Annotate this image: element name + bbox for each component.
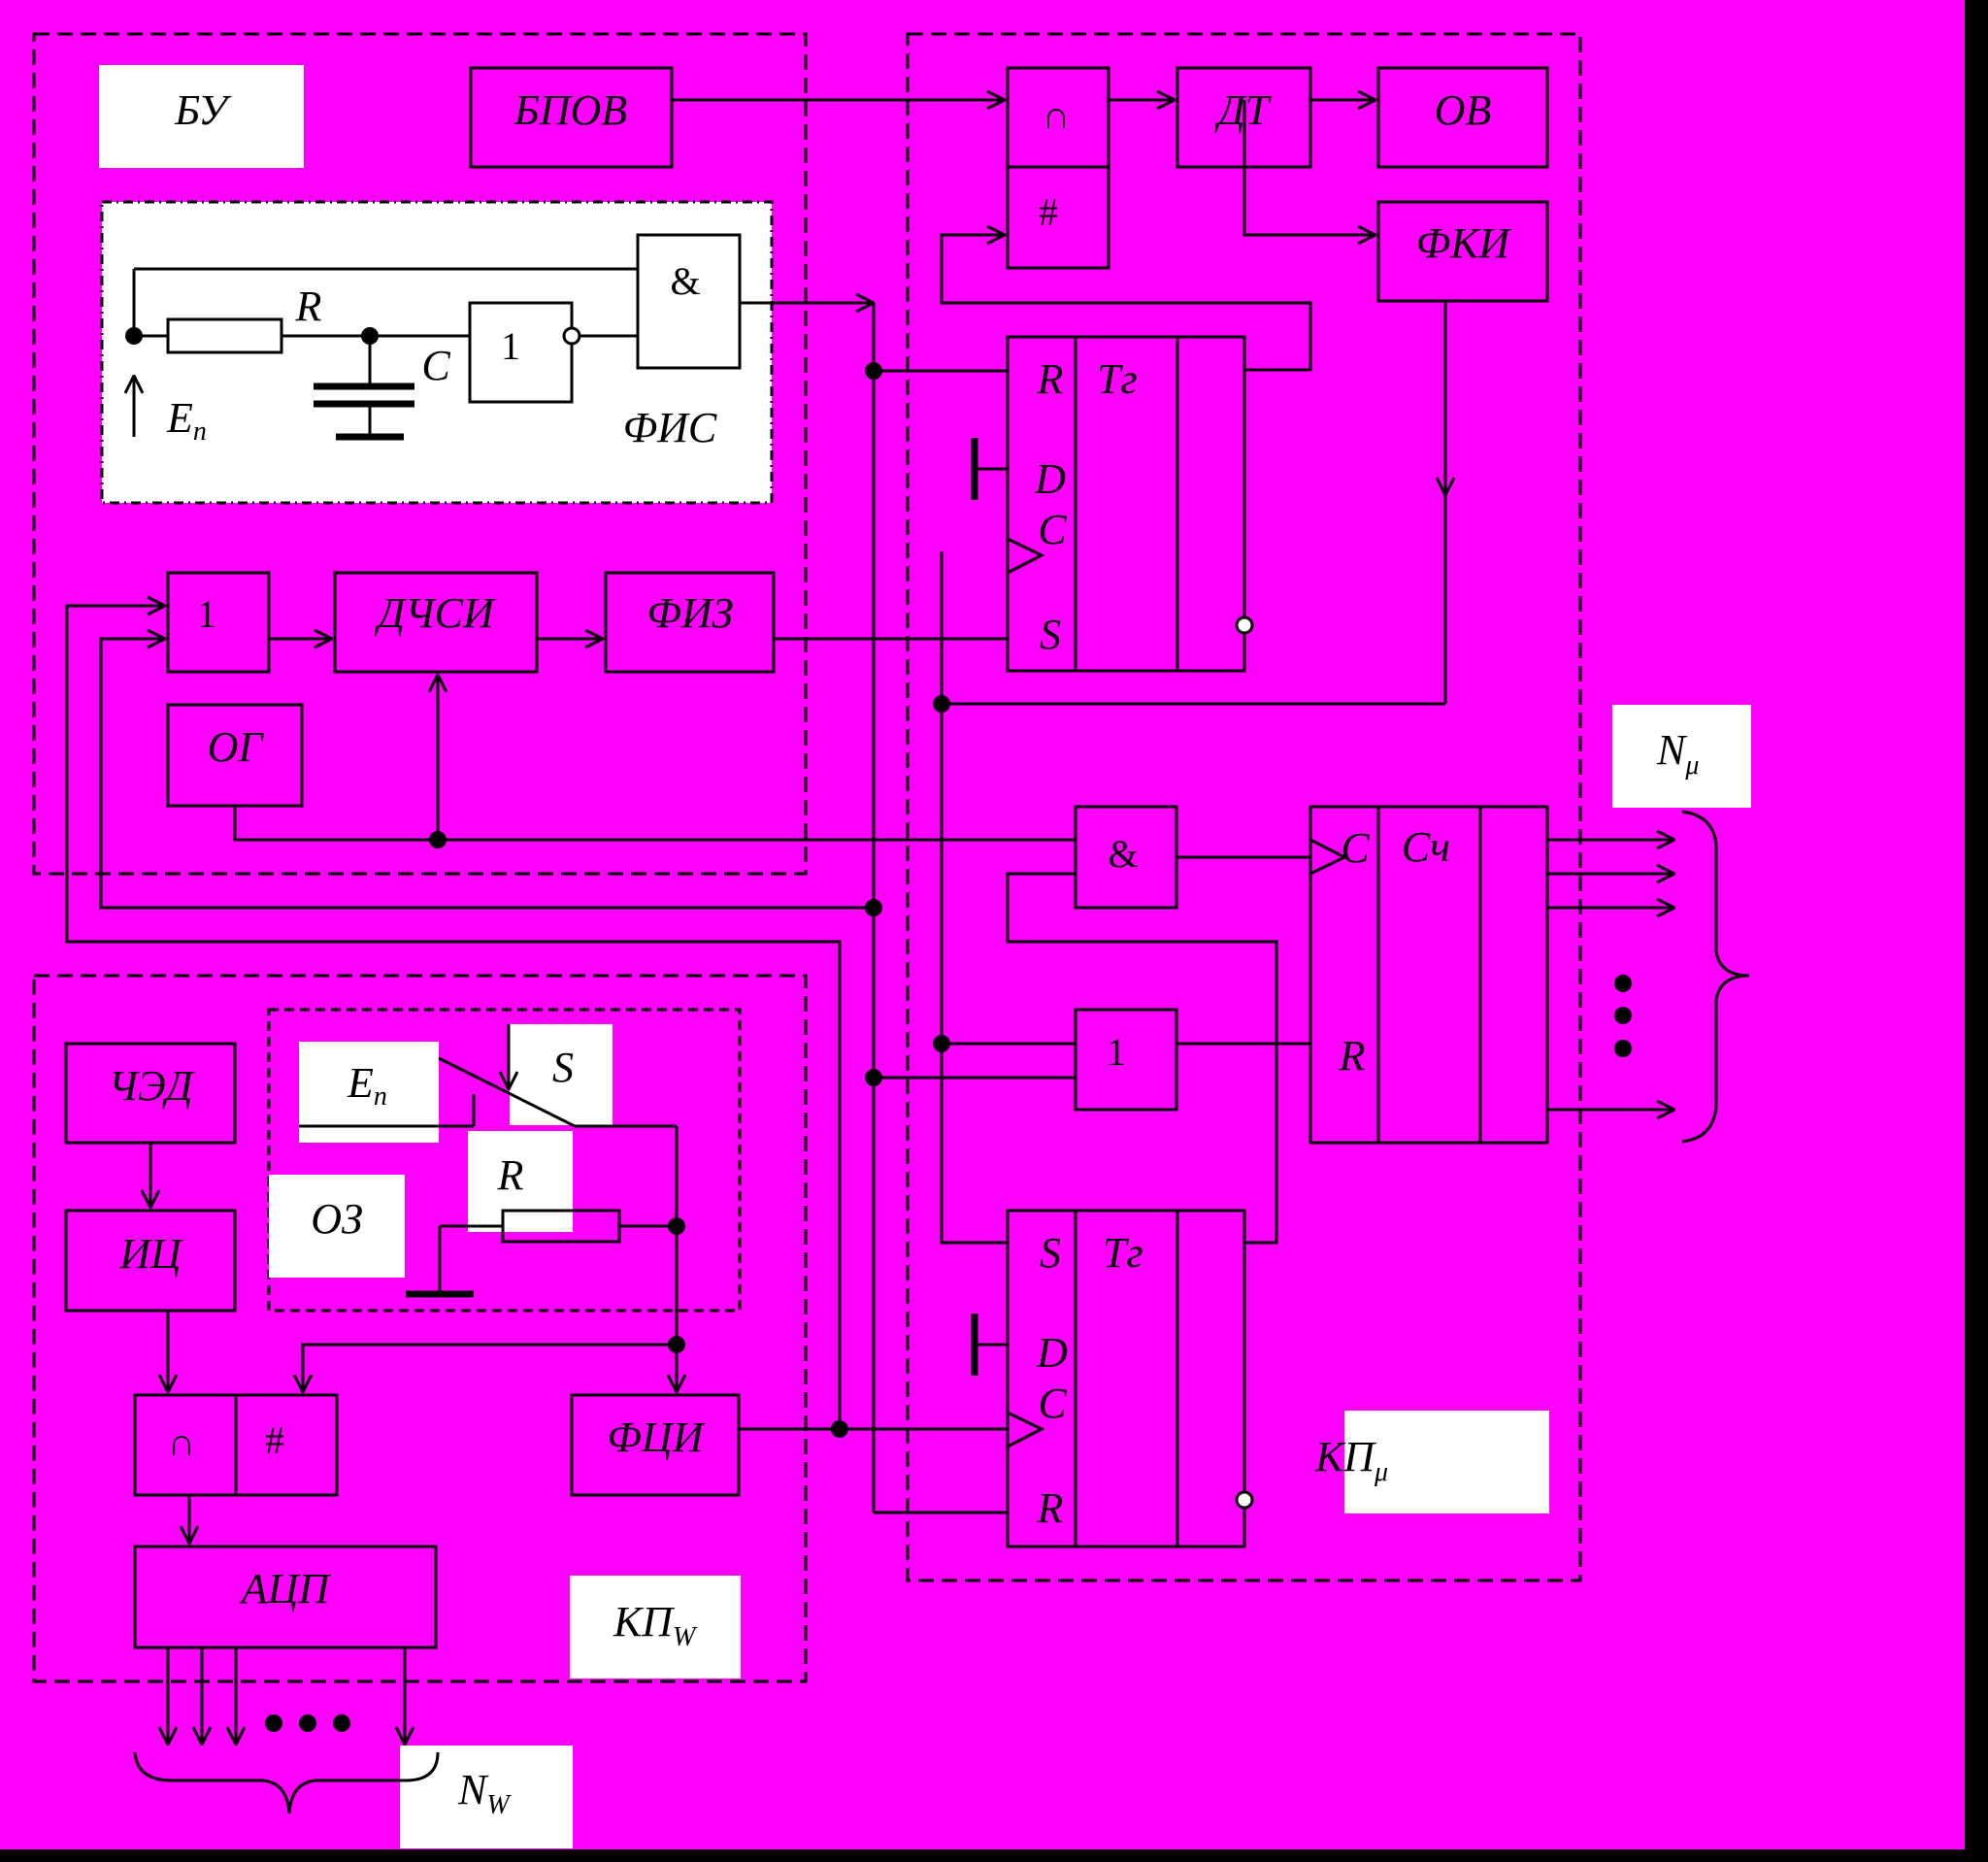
trigger1-c-pin: C (1038, 506, 1067, 553)
pin-symbols (1007, 537, 1348, 1510)
n-mu-main: N (1656, 726, 1688, 774)
and-gate-bottom-symbol: ∩ (168, 1420, 196, 1464)
capacitor-symbol (314, 382, 414, 441)
n-w-label: NW (457, 1766, 512, 1820)
oz-circuit (299, 1024, 679, 1294)
trigger2-r-pin: R (1037, 1484, 1064, 1532)
counter-name: Сч (1402, 823, 1450, 871)
fis-label: ФИС (623, 404, 717, 451)
oz-supply-sub: п (374, 1081, 387, 1112)
block-dividers (1074, 337, 1482, 1546)
adc-label: АЦП (239, 1565, 332, 1613)
and-gate-top-symbol: ∩ (1043, 93, 1071, 137)
n-mu-label: Nμ (1656, 726, 1699, 781)
fki-block (1376, 200, 1549, 303)
trigger1-name: Тг (1097, 355, 1138, 403)
trigger2-s-pin: S (1040, 1229, 1061, 1277)
bpov-block (469, 66, 674, 169)
fis-not-gate (468, 301, 574, 404)
adc-block (133, 1545, 438, 1649)
trigger2-d-pin: D (1036, 1329, 1068, 1377)
kpw-group-outline (32, 974, 808, 1683)
oz-switch-label: S (552, 1044, 574, 1091)
fiz-block (604, 571, 776, 674)
counter-block (1309, 805, 1549, 1145)
fci-label: ФЦИ (608, 1413, 706, 1461)
n-w-sub: W (486, 1790, 512, 1820)
trigger2-c-pin: C (1038, 1380, 1067, 1427)
fis-resistor-label: R (295, 283, 322, 330)
trigger2-name: Тг (1103, 1229, 1143, 1277)
wires (65, 100, 1750, 1814)
og-label: ОГ (208, 723, 265, 771)
or1-symbol: 1 (197, 592, 216, 636)
counter-c-pin: C (1341, 824, 1370, 872)
ic-block (64, 1209, 237, 1313)
trigger1-block (1006, 335, 1246, 673)
fis-and-symbol: & (670, 259, 700, 303)
and-mid-symbol: & (1108, 832, 1138, 876)
or2-block (1074, 1008, 1178, 1112)
junctions (125, 327, 1632, 1732)
fki-label: ФКИ (1416, 219, 1512, 267)
kpw-main: КП (613, 1598, 675, 1646)
bpov-label: БПОВ (514, 86, 627, 134)
bu-label: БУ (174, 86, 232, 134)
kpmu-group-outline (906, 32, 1582, 1582)
trigger2-block (1006, 1209, 1246, 1548)
dt-label: ДТ (1214, 86, 1273, 134)
counter-r-pin: R (1339, 1032, 1366, 1080)
ched-label: ЧЭД (108, 1062, 194, 1110)
n-w-main: N (457, 1766, 489, 1813)
or1-block (166, 571, 271, 674)
trigger1-d-pin: D (1034, 455, 1066, 503)
d-input-bars (971, 438, 1008, 1376)
hash-gate-bottom-symbol: # (265, 1418, 284, 1462)
oz-supply-e: E (347, 1059, 374, 1107)
hash-gate-bottom (234, 1393, 339, 1497)
blocks (64, 66, 1549, 1649)
trigger1-r-pin: R (1037, 355, 1064, 403)
fis-not-symbol: 1 (501, 324, 520, 368)
kpmu-main: КП (1314, 1433, 1376, 1480)
kpw-sub: W (673, 1622, 698, 1652)
fis-supply-label: Eп (166, 394, 207, 447)
kpmu-sub: μ (1374, 1457, 1388, 1487)
ic-label: ИЦ (118, 1230, 183, 1278)
fis-supply-sub: п (193, 416, 207, 447)
dchsi-label: ДЧСИ (374, 589, 496, 637)
oz-supply-label: Eп (347, 1059, 387, 1112)
hash-gate-top (1006, 165, 1110, 270)
oz-resistor-label: R (497, 1151, 524, 1199)
n-mu-sub: μ (1684, 750, 1699, 781)
bu-group-outline (32, 32, 808, 876)
trigger1-s-pin: S (1040, 611, 1061, 658)
oz-label: ОЗ (311, 1195, 363, 1243)
kpmu-label: КПμ (1314, 1433, 1388, 1487)
fiz-label: ФИЗ (647, 589, 734, 637)
ov-label: ОВ (1435, 86, 1492, 134)
label-patches (99, 65, 1751, 1848)
ov-block (1376, 66, 1549, 169)
hash-gate-top-symbol: # (1039, 190, 1058, 234)
oz-group-outline (267, 1008, 742, 1313)
group-outlines (32, 32, 1582, 1683)
dchsi-block (333, 571, 539, 674)
fci-block (570, 1393, 741, 1497)
fis-capacitor-label: C (421, 342, 450, 389)
or2-symbol: 1 (1107, 1030, 1126, 1074)
kpw-label: КПW (613, 1598, 698, 1652)
fis-supply-e: E (166, 394, 193, 442)
